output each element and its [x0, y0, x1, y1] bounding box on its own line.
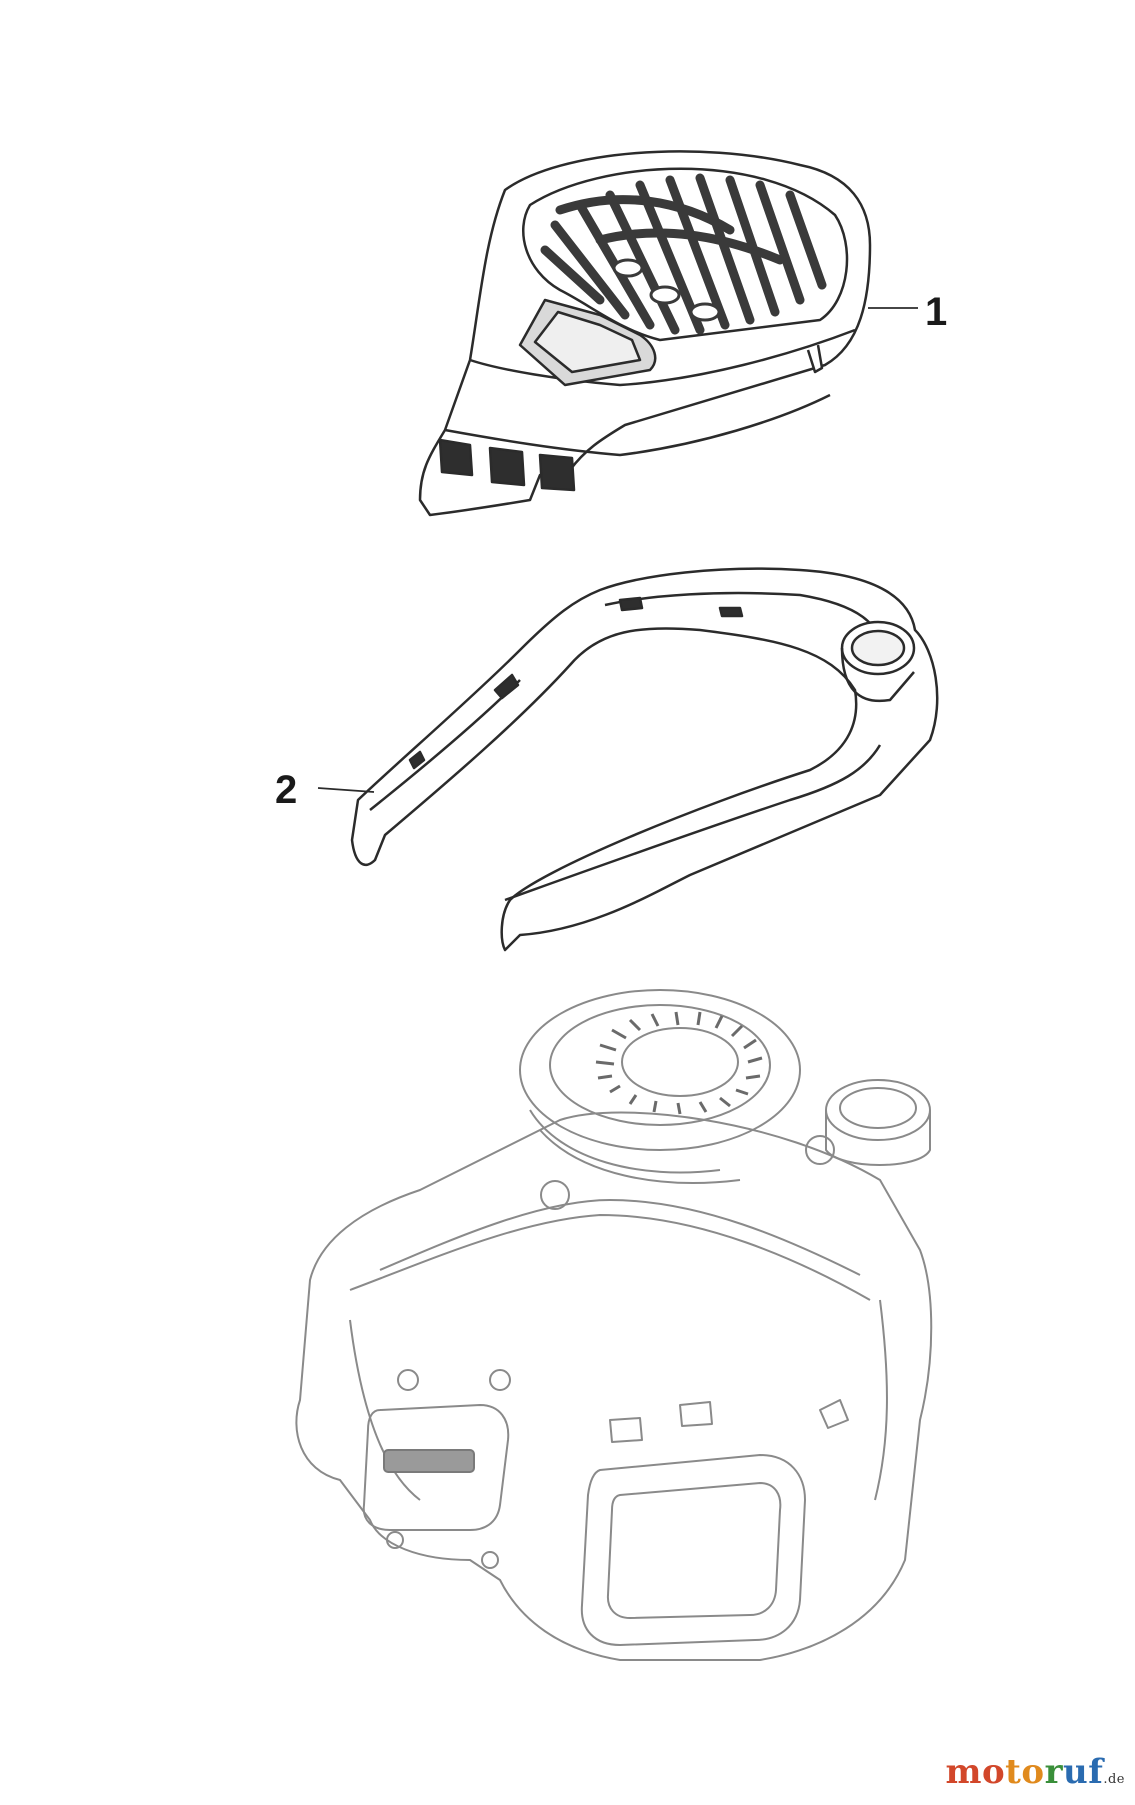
watermark-text: motoruf [945, 1752, 1104, 1792]
watermark-suffix: .de [1103, 1772, 1125, 1787]
part-2-cover-frame[interactable] [350, 567, 939, 952]
part-1-shroud-cover[interactable] [418, 150, 872, 517]
callout-leader-2 [317, 787, 375, 793]
callout-number-2: 2 [275, 768, 298, 812]
engine-context [295, 989, 933, 1661]
watermark-logo: motoruf.de [946, 1752, 1125, 1792]
callout-number-1: 1 [925, 290, 948, 334]
